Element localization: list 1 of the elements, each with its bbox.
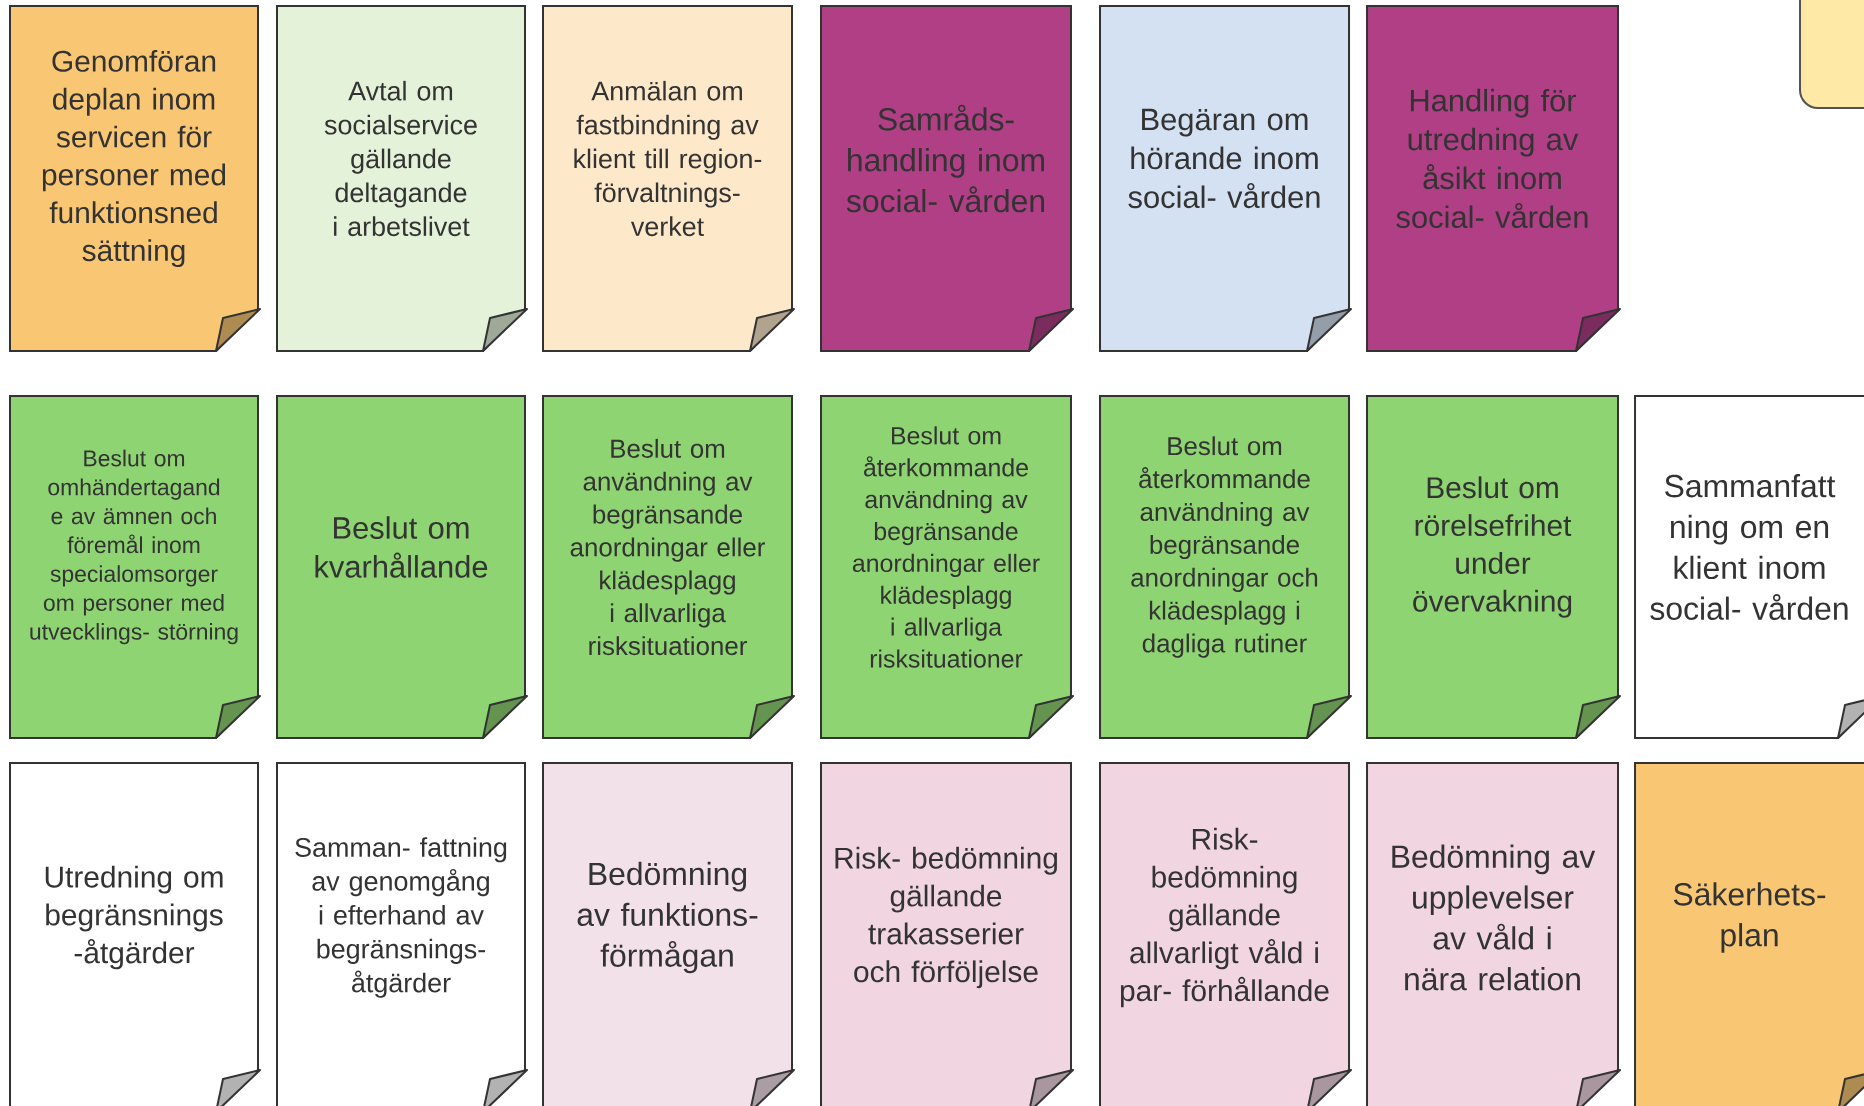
rounded-box: [1799, 0, 1864, 109]
